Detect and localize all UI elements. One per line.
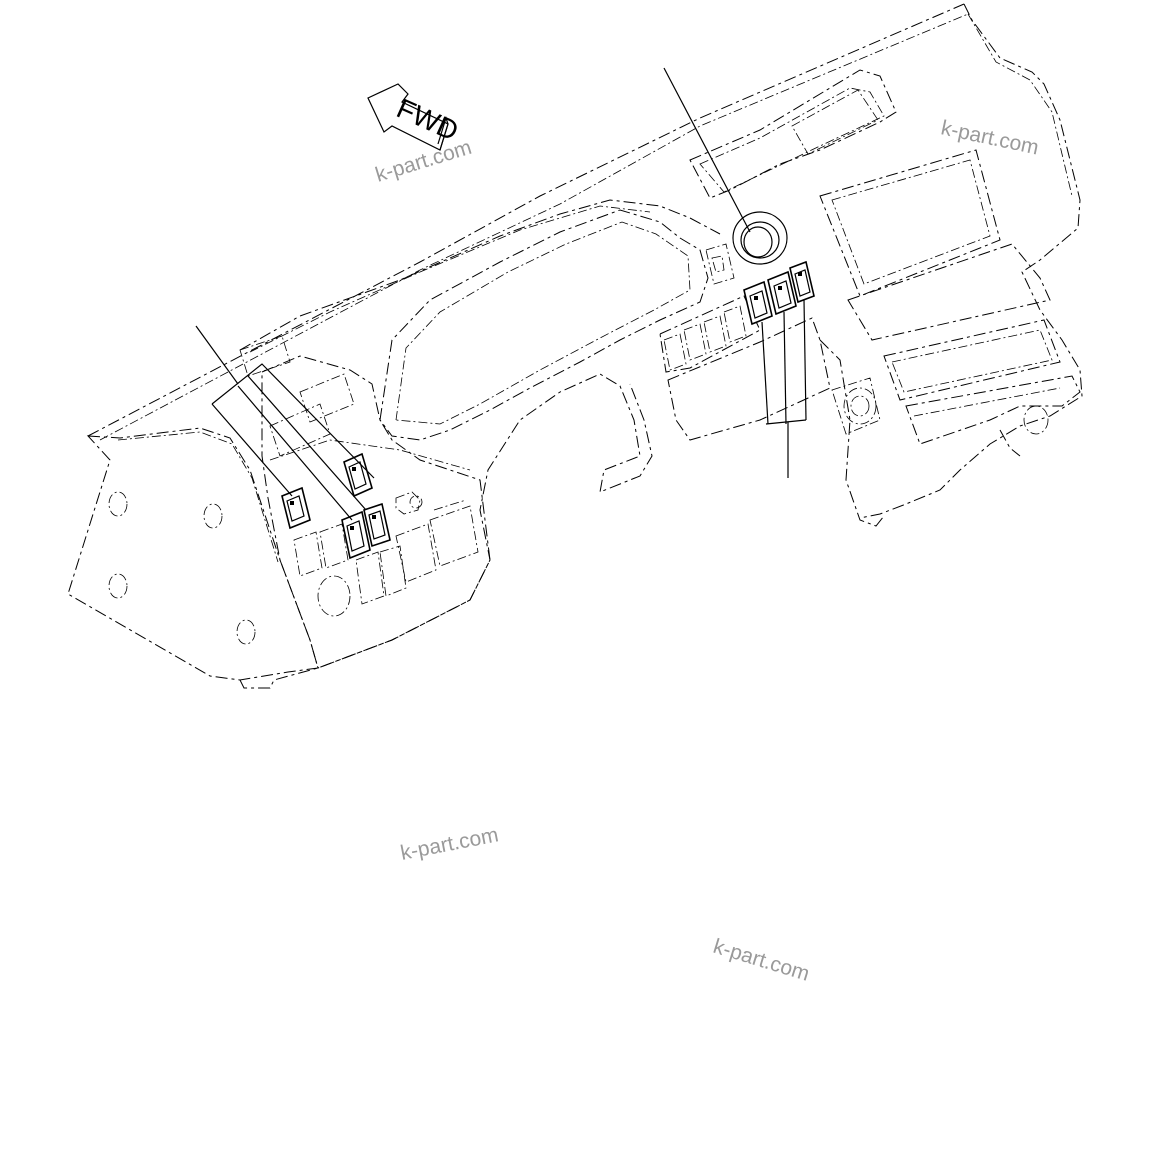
center-rocker-switch[interactable]	[743, 280, 773, 326]
round-knob[interactable]	[732, 211, 788, 265]
left-rocker-switch[interactable]	[341, 510, 371, 560]
left-rocker-switch[interactable]	[363, 502, 391, 548]
fwd-label: FWD	[392, 92, 463, 146]
watermark: k-part.com	[399, 823, 501, 865]
left-rocker-switch[interactable]	[281, 486, 311, 530]
watermark: k-part.com	[373, 136, 475, 187]
watermark: k-part.com	[711, 935, 813, 986]
center-rocker-switch[interactable]	[767, 270, 797, 316]
watermark-group: k-part.com k-part.com k-part.com k-part.…	[373, 116, 1041, 985]
fwd-arrow-icon: FWD	[367, 83, 463, 151]
left-rocker-switch-group[interactable]	[195, 325, 391, 560]
center-rocker-switch-group[interactable]	[743, 260, 815, 478]
center-rocker-switch[interactable]	[789, 260, 815, 304]
left-rocker-switch[interactable]	[343, 452, 373, 498]
watermark: k-part.com	[939, 116, 1041, 159]
knob-leader-line	[663, 67, 751, 233]
instrument-panel	[67, 3, 1083, 689]
